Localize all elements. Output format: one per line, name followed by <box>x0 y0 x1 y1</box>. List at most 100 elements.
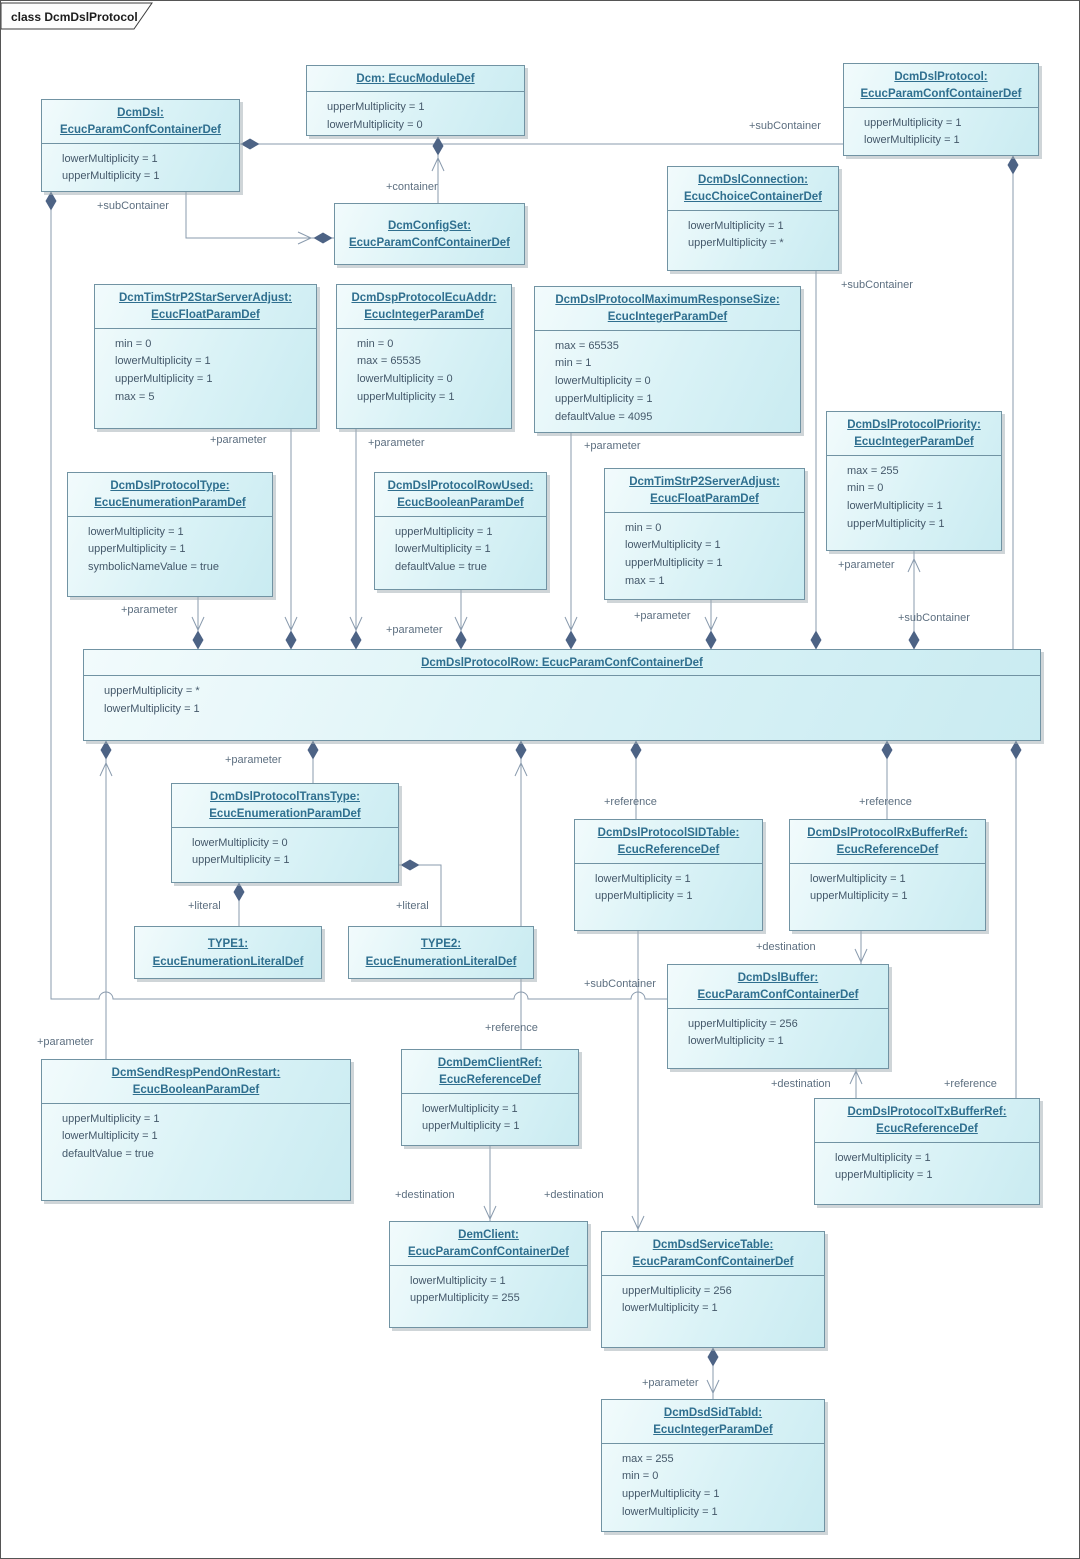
class-box-rxbuf[interactable]: DcmDslProtocolRxBufferRef: EcucReferenceD… <box>789 819 986 931</box>
class-name-line: EcucEnumerationParamDef <box>209 808 361 821</box>
class-box-title: DcmSendRespPendOnRestart:EcucBooleanPara… <box>42 1060 350 1103</box>
aggregation-diamond-icon <box>233 882 245 902</box>
class-name-line: DcmDslConnection: <box>698 174 808 186</box>
class-name-line: EcucReferenceDef <box>836 844 939 857</box>
class-box-title: DcmDslConnection: EcucChoiceContainerDef <box>668 167 838 210</box>
edge-dcmdsl-to-configset[interactable] <box>185 192 334 239</box>
attribute-line: lowerMultiplicity = 1 <box>422 1102 518 1115</box>
class-name-line: EcucEnumerationLiteralDef <box>365 955 517 968</box>
edge-label: +destination <box>395 1189 455 1201</box>
class-name-line: Dcm: EcucModuleDef <box>356 73 475 85</box>
attribute-line: min = 0 <box>625 521 662 534</box>
class-box-p2server[interactable]: DcmTimStrP2ServerAdjust: EcucFloatParamDe… <box>604 468 805 600</box>
class-box-title: DcmDslBuffer:EcucParamConfContainerDef <box>668 965 888 1008</box>
class-box-title: DcmDsdSidTabId:EcucIntegerParamDef <box>602 1400 824 1443</box>
class-name-line: EcucFloatParamDef <box>650 493 759 506</box>
class-box-title: DcmDslProtocolType:EcucEnumerationParamD… <box>68 473 272 516</box>
class-box-ptype[interactable]: DcmDslProtocolType:EcucEnumerationParamD… <box>67 472 273 597</box>
aggregation-diamond-icon <box>313 232 333 244</box>
class-box-servicetable[interactable]: DcmDsdServiceTable: EcucParamConfContaine… <box>601 1231 825 1348</box>
aggregation-diamond-icon <box>432 136 444 156</box>
class-box-protocol[interactable]: DcmDslProtocol:EcucParamConfContainerDef… <box>843 63 1039 156</box>
aggregation-diamond-icon <box>908 630 920 650</box>
class-name-line: EcucIntegerParamDef <box>653 1424 773 1437</box>
class-name-line: EcucParamConfContainerDef <box>632 1256 794 1269</box>
class-box-title: DcmTimStrP2StarServerAdjust:EcucFloatPar… <box>95 285 316 328</box>
edge-transtype-to-type2[interactable] <box>399 864 442 926</box>
class-name-line: DcmDslProtocolRxBufferRef: <box>807 827 968 839</box>
attribute-line: lowerMultiplicity = 1 <box>625 539 721 552</box>
class-box-transtype[interactable]: DcmDslProtocolTransType:EcucEnumerationP… <box>171 783 399 883</box>
attribute-line: upperMultiplicity = 1 <box>595 890 693 903</box>
arrowhead-icon <box>297 231 313 245</box>
attribute-line: min = 0 <box>115 337 152 350</box>
class-box-type2[interactable]: TYPE2:EcucEnumerationLiteralDef <box>348 926 534 979</box>
class-name-line: DcmDslProtocol: <box>894 71 988 83</box>
attribute-line: max = 255 <box>847 464 899 477</box>
attribute-line: upperMultiplicity = 1 <box>395 525 493 538</box>
edge-label: +subContainer <box>97 200 169 212</box>
class-name-line: DcmDsdServiceTable: <box>652 1239 774 1251</box>
aggregation-diamond-icon <box>707 1347 719 1367</box>
class-box-txbuf[interactable]: DcmDslProtocolTxBufferRef:EcucReferenceD… <box>814 1098 1040 1205</box>
class-name-line: EcucParamConfContainerDef <box>697 989 859 1002</box>
class-box-row[interactable]: DcmDslProtocolRow: EcucParamConfContaine… <box>83 649 1041 741</box>
class-box-title: DcmDslProtocol:EcucParamConfContainerDef <box>844 64 1038 107</box>
class-box-configset[interactable]: DcmConfigSet:EcucParamConfContainerDef <box>334 203 525 265</box>
class-name-line: EcucEnumerationParamDef <box>94 497 246 510</box>
class-box-title: Dcm: EcucModuleDef <box>307 66 524 91</box>
aggregation-diamond-icon <box>100 740 112 760</box>
edge-label: +subContainer <box>584 978 656 990</box>
class-name-line: EcucBooleanParamDef <box>397 497 524 510</box>
attribute-line: min = 1 <box>555 357 592 370</box>
edge-label: +subContainer <box>898 612 970 624</box>
class-box-title: DcmDslProtocolTxBufferRef:EcucReferenceD… <box>815 1099 1039 1142</box>
class-box-rowused[interactable]: DcmDslProtocolRowUsed:EcucBooleanParamDe… <box>374 472 547 590</box>
edge-label: +parameter <box>225 754 282 766</box>
attribute-line: upperMultiplicity = 255 <box>410 1292 520 1305</box>
edge-label: +reference <box>604 796 657 808</box>
class-name-line: DcmTimStrP2ServerAdjust: <box>629 476 780 488</box>
aggregation-diamond-icon <box>1010 740 1022 760</box>
aggregation-diamond-icon <box>192 630 204 650</box>
arrowhead-icon <box>514 761 528 777</box>
class-name-line: EcucChoiceContainerDef <box>683 191 823 204</box>
edge-dcmdsl-to-dslbuffer[interactable] <box>50 192 667 1000</box>
attribute-line: upperMultiplicity = 256 <box>688 1017 798 1030</box>
edge-label: +parameter <box>37 1036 94 1048</box>
edge-label: +destination <box>544 1189 604 1201</box>
attribute-line: lowerMultiplicity = 0 <box>357 373 453 386</box>
class-box-p2star[interactable]: DcmTimStrP2StarServerAdjust:EcucFloatPar… <box>94 284 317 429</box>
attribute-line: lowerMultiplicity = 1 <box>115 355 211 368</box>
class-box-title: DcmDslProtocolRowUsed:EcucBooleanParamDe… <box>375 473 546 516</box>
arrowhead-icon <box>483 1205 497 1221</box>
aggregation-diamond-icon <box>705 630 717 650</box>
class-box-sendresp[interactable]: DcmSendRespPendOnRestart:EcucBooleanPara… <box>41 1059 351 1201</box>
edge-label: +destination <box>756 941 816 953</box>
attribute-line: upperMultiplicity = 1 <box>847 517 945 530</box>
class-box-title: DcmDslProtocolRxBufferRef: EcucReferenceD… <box>790 820 985 863</box>
class-box-maxresp[interactable]: DcmDslProtocolMaximumResponseSize:EcucIn… <box>534 286 801 433</box>
attribute-line: upperMultiplicity = 1 <box>327 101 425 114</box>
class-box-title: DcmDslProtocolTransType:EcucEnumerationP… <box>172 784 398 827</box>
class-box-type1[interactable]: TYPE1:EcucEnumerationLiteralDef <box>134 926 322 979</box>
class-box-priority[interactable]: DcmDslProtocolPriority:EcucIntegerParamD… <box>826 411 1002 551</box>
attribute-line: lowerMultiplicity = 1 <box>88 525 184 538</box>
attribute-line: upperMultiplicity = 1 <box>62 170 160 183</box>
class-box-ecuaddr[interactable]: DcmDspProtocolEcuAddr:EcucIntegerParamDe… <box>336 284 512 429</box>
